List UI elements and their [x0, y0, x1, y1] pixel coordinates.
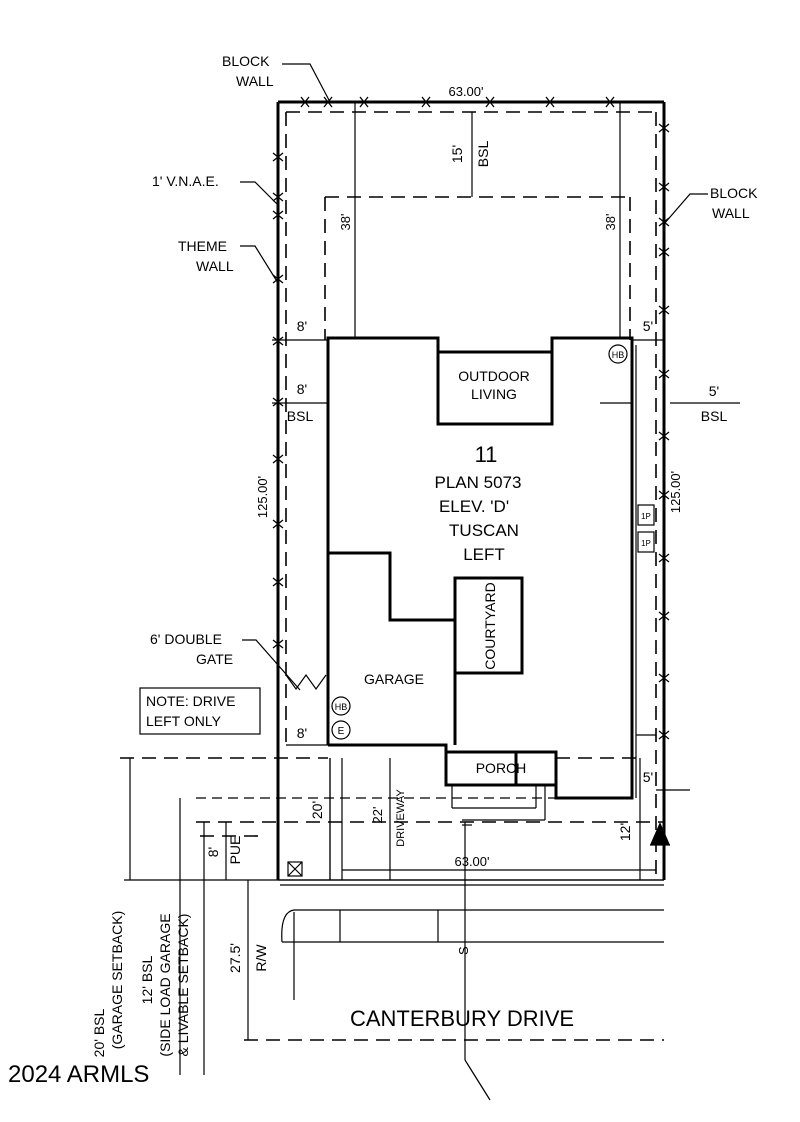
vnae-label: 1' V.N.A.E.	[152, 173, 219, 189]
street-name: CANTERBURY DRIVE	[350, 1006, 574, 1031]
dimension-lines	[129, 102, 740, 1075]
hose-bib-label-rear: HB	[612, 350, 625, 360]
dim-side-left-b: 8'	[297, 381, 307, 397]
style-label: TUSCAN	[449, 521, 519, 540]
plan-label: PLAN 5073	[435, 473, 522, 492]
text-labels: BLOCK WALL BLOCK WALL 1' V.N.A.E. THEME …	[8, 53, 758, 1088]
rear-setback-line	[324, 196, 631, 340]
dim-bottom-width: 63.00'	[454, 854, 489, 869]
house-footprint	[326, 336, 634, 800]
watermark: 2024 ARMLS	[8, 1061, 149, 1088]
block-wall-top-label: BLOCK	[222, 53, 270, 69]
dimension-labels: 63.00' 63.00' 125.00' 125.00' 15' 38' 38…	[205, 84, 719, 973]
leader-lines	[240, 63, 708, 691]
bsl12-label-2: (SIDE LOAD GARAGE	[157, 913, 173, 1056]
theme-wall-label-2: WALL	[196, 258, 234, 274]
dim-front-22: 22'	[370, 807, 385, 824]
dim-side-right-a: 5'	[643, 318, 653, 334]
block-wall-right-label-2: WALL	[712, 205, 750, 221]
theme-wall-label: THEME	[178, 238, 227, 254]
driveway-label: DRIVEWAY	[395, 789, 407, 847]
outdoor-living-label: OUTDOOR	[458, 368, 530, 384]
dim-side-right-b: 5'	[709, 383, 719, 399]
dim-top-width: 63.00'	[448, 84, 483, 99]
equipment-pad-1: 1P	[641, 512, 651, 521]
porch-steps	[451, 785, 546, 821]
dim-row: 27.5'	[227, 943, 243, 973]
note-box	[139, 687, 261, 735]
wall-x-marks	[272, 96, 670, 740]
dim-front-20: 20'	[309, 801, 325, 819]
bsl12-label: 12' BSL	[139, 955, 155, 1004]
sewer-label: S	[456, 946, 471, 955]
left-bsl-label: BSL	[287, 408, 314, 424]
garage-label: GARAGE	[364, 671, 424, 687]
sewer-line: S	[456, 822, 491, 1101]
outdoor-living-label-2: LIVING	[471, 386, 517, 402]
side-yard-strip: 1P 1P	[635, 345, 656, 798]
right-bsl-label: BSL	[701, 408, 728, 424]
dim-right-depth: 125.00'	[668, 471, 683, 513]
hose-bib-symbols: HB HB E	[331, 344, 628, 740]
equipment-pad-2: 1P	[641, 539, 651, 548]
wall-lines	[285, 111, 657, 880]
orientation-label: LEFT	[463, 545, 505, 564]
dim-side-right-c: 5'	[643, 769, 653, 785]
dim-side-left-a: 8'	[297, 318, 307, 334]
dim-front-8: 8'	[205, 847, 221, 857]
dim-rear-left: 38'	[338, 214, 353, 231]
block-wall-right-label: BLOCK	[710, 185, 758, 201]
hose-bib-label-garage: HB	[335, 702, 348, 712]
rear-bsl-label: BSL	[475, 141, 491, 168]
bsl20-label: 20' BSL	[91, 1008, 107, 1057]
lot-number: 11	[475, 442, 498, 467]
bsl20-label-2: (GARAGE SETBACK)	[109, 911, 125, 1049]
note-line-1: NOTE: DRIVE	[146, 693, 235, 709]
pue-label: PUE	[227, 836, 243, 865]
right-of-way-label: R/W	[253, 944, 269, 972]
front-setback-lines	[120, 757, 664, 880]
street	[124, 861, 664, 1041]
dim-rear-setback: 15'	[449, 145, 465, 163]
double-gate-label-2: GATE	[196, 651, 233, 667]
bsl12-label-3: & LIVABLE SETBACK)	[175, 914, 191, 1057]
block-wall-top-label-2: WALL	[236, 73, 274, 89]
dim-left-depth: 125.00'	[255, 476, 270, 518]
dim-rear-right: 38'	[603, 214, 618, 231]
note-line-2: LEFT ONLY	[146, 713, 222, 729]
courtyard-label: COURTYARD	[482, 582, 498, 669]
electric-meter-label: E	[338, 726, 345, 737]
dim-front-12: 12'	[617, 823, 633, 841]
dim-side-left-c: 8'	[297, 725, 307, 741]
porch-label: PORCH	[476, 760, 527, 776]
elevation-label: ELEV. 'D'	[439, 497, 509, 516]
double-gate-label: 6' DOUBLE	[150, 631, 222, 647]
